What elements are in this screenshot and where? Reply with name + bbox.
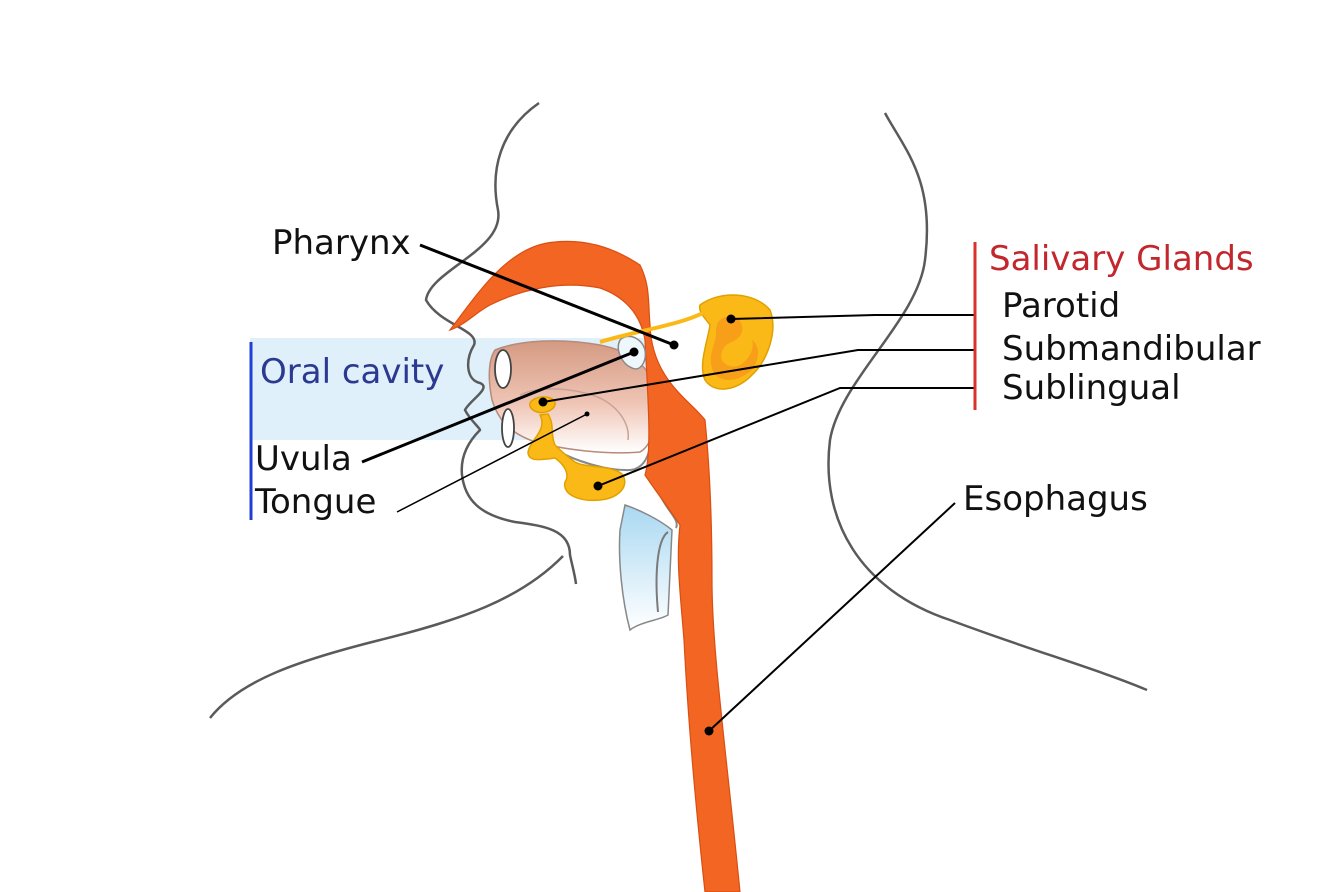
leader-dots <box>538 314 736 736</box>
trachea-line <box>655 531 669 613</box>
pharynx-dot <box>669 340 679 350</box>
neck-back-outline <box>827 112 1148 692</box>
uvula-leader <box>361 350 635 464</box>
esophagus-leader <box>708 502 956 732</box>
trachea <box>618 504 673 632</box>
parotid-texture <box>710 316 758 380</box>
tongue-dot <box>584 411 590 417</box>
head-outline <box>424 101 578 585</box>
chest-outline <box>209 555 564 719</box>
label-submandibular: Submandibular <box>1002 329 1261 369</box>
esophagus-dot <box>704 726 714 736</box>
submandibular-dot <box>538 397 548 407</box>
uvula-dot <box>629 347 639 357</box>
tongue-leader <box>396 413 588 513</box>
parotid-leader <box>730 314 975 320</box>
label-oral-cavity: Oral cavity <box>260 352 444 392</box>
label-uvula: Uvula <box>255 439 352 479</box>
parotid-dot <box>726 314 736 324</box>
sublingual-leader <box>597 387 975 487</box>
pharynx-leader <box>419 243 675 347</box>
label-sublingual: Sublingual <box>1002 368 1181 408</box>
submandibular-leader <box>542 349 975 403</box>
leader-lines <box>361 243 975 732</box>
parotid-duct <box>599 310 706 344</box>
lower-tooth <box>501 408 515 448</box>
label-esophagus: Esophagus <box>963 479 1148 519</box>
sublingual-dot <box>593 481 603 491</box>
label-tongue: Tongue <box>254 482 376 522</box>
label-salivary-glands: Salivary Glands <box>989 239 1254 279</box>
label-pharynx: Pharynx <box>272 223 411 263</box>
upper-tooth <box>494 349 512 389</box>
submandibular-duct <box>527 413 626 502</box>
label-parotid: Parotid <box>1002 286 1120 326</box>
